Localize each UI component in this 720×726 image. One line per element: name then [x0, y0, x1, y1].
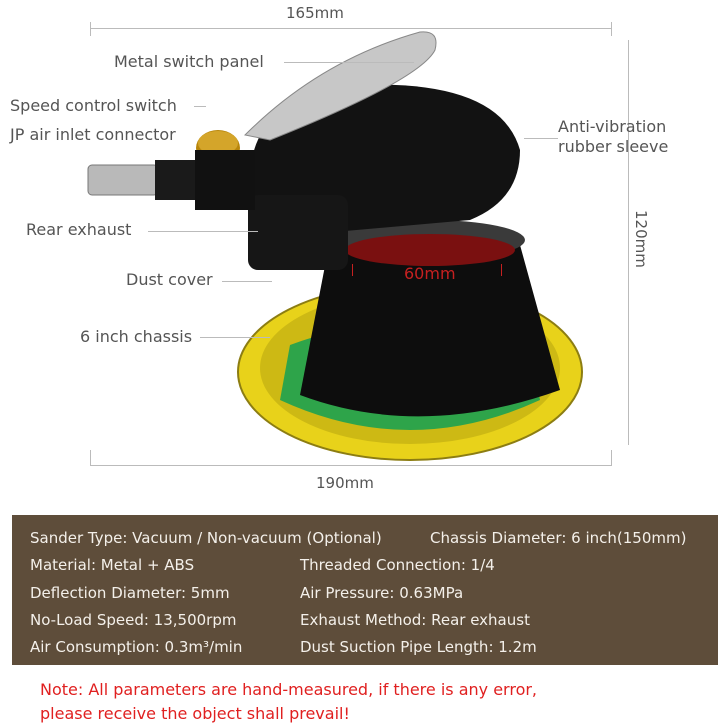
leader-speed-control — [194, 106, 206, 107]
label-rear-exhaust: Rear exhaust — [26, 220, 132, 239]
leader-dust-cover — [222, 281, 272, 282]
spec-right-2: Threaded Connection: 1/4 — [300, 556, 495, 574]
spec-left-1: Sander Type: Vacuum / Non-vacuum (Option… — [30, 529, 382, 547]
spec-right-5: Dust Suction Pipe Length: 1.2m — [300, 638, 537, 656]
leader-metal-switch — [284, 62, 414, 63]
leader-chassis — [200, 337, 270, 338]
spec-right-4: Exhaust Method: Rear exhaust — [300, 611, 530, 629]
leader-anti-vibration — [524, 138, 558, 139]
label-dust-cover: Dust cover — [126, 270, 213, 289]
width-top-label: 165mm — [286, 4, 344, 22]
top-dim-tick-left — [90, 22, 91, 36]
right-dimension-line — [628, 40, 629, 445]
bottom-dim-tick-left — [90, 450, 91, 466]
label-anti-vibration-1: Anti-vibration — [558, 117, 667, 136]
bottom-dimension-line — [90, 465, 612, 466]
note-line-2: please receive the object shall prevail! — [40, 704, 350, 723]
label-air-inlet: JP air inlet connector — [10, 125, 176, 144]
specification-panel: Sander Type: Vacuum / Non-vacuum (Option… — [12, 515, 718, 665]
leader-rear-exhaust — [148, 231, 258, 232]
label-chassis: 6 inch chassis — [80, 327, 193, 346]
spec-left-3: Deflection Diameter: 5mm — [30, 584, 230, 602]
base-dim-tick-right — [501, 264, 502, 276]
top-dimension-line — [90, 28, 612, 29]
width-bottom-label: 190mm — [316, 474, 374, 492]
label-anti-vibration-2: rubber sleeve — [558, 137, 669, 156]
bottom-dim-tick-right — [611, 450, 612, 466]
spec-left-2: Material: Metal + ABS — [30, 556, 195, 574]
top-dim-tick-right — [611, 22, 612, 36]
spec-left-5: Air Consumption: 0.3m³/min — [30, 638, 243, 656]
spec-left-4: No-Load Speed: 13,500rpm — [30, 611, 237, 629]
base-dim-tick-left — [352, 264, 353, 276]
label-speed-control: Speed control switch — [10, 96, 177, 115]
metal-switch-lever — [243, 31, 437, 141]
spec-right-3: Air Pressure: 0.63MPa — [300, 584, 464, 602]
label-metal-switch: Metal switch panel — [114, 52, 264, 71]
sander-base — [300, 226, 560, 417]
note-line-1: Note: All parameters are hand-measured, … — [40, 680, 538, 699]
spec-right-1: Chassis Diameter: 6 inch(150mm) — [430, 529, 687, 547]
base-dimension-label: 60mm — [404, 264, 456, 283]
air-inlet-connector — [87, 164, 159, 196]
